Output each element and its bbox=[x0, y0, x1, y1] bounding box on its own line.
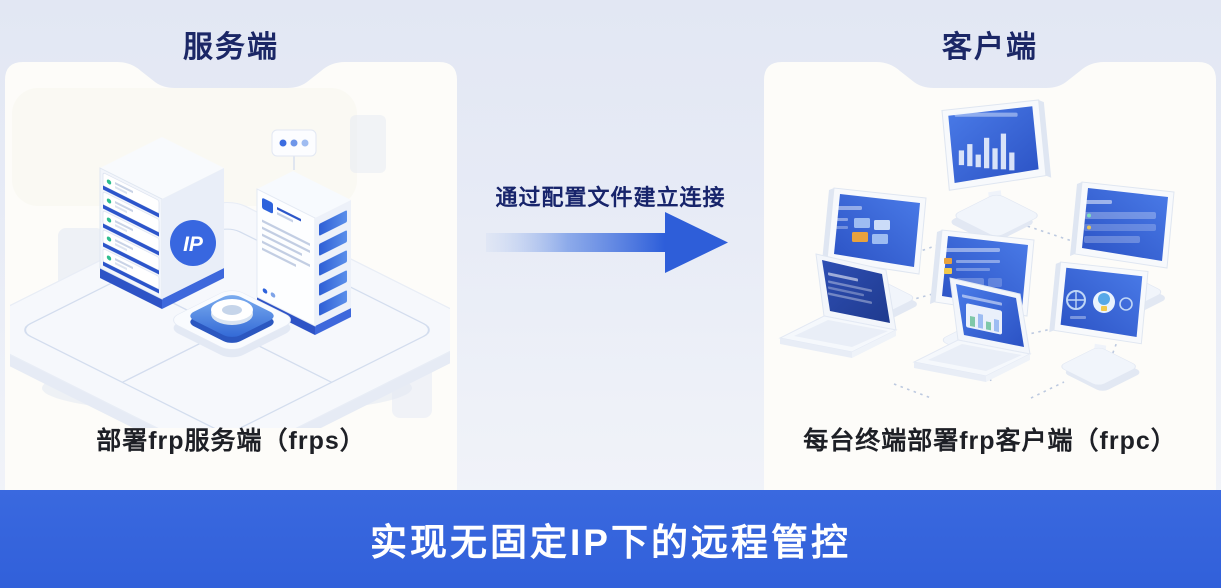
client-panel-caption: 每台终端部署frp客户端（frpc） bbox=[803, 427, 1177, 455]
monitor-icon bbox=[941, 99, 1052, 245]
server-tower-doc-icon bbox=[256, 129, 351, 335]
icons-screen bbox=[1066, 290, 1133, 319]
background-blob bbox=[12, 88, 357, 206]
server-panel-title: 服务端 bbox=[183, 31, 279, 64]
client-panel-title: 客户端 bbox=[942, 31, 1038, 64]
chip-card-icon bbox=[271, 129, 317, 170]
client-illustration bbox=[778, 99, 1175, 399]
banner-text: 实现无固定IP下的远程管控 bbox=[370, 522, 851, 563]
arrow-right-icon bbox=[486, 212, 728, 273]
server-tower-ip-icon: IP bbox=[99, 137, 224, 309]
bottom-banner: 实现无固定IP下的远程管控 bbox=[0, 490, 1221, 588]
ip-badge: IP bbox=[170, 220, 216, 266]
background-rect bbox=[350, 115, 386, 173]
connection-label: 通过配置文件建立连接 bbox=[495, 185, 726, 210]
bar-chart-screen bbox=[954, 112, 1018, 171]
monitor-icon bbox=[1048, 261, 1149, 393]
drive-bays bbox=[102, 172, 160, 294]
list-screen bbox=[1084, 200, 1156, 243]
svg-text:IP: IP bbox=[183, 233, 204, 256]
laptop-icon bbox=[912, 277, 1032, 382]
laptop-icon bbox=[778, 253, 898, 358]
server-panel-caption: 部署frp服务端（frps） bbox=[96, 427, 366, 455]
server-illustration: IP bbox=[10, 88, 450, 428]
control-button-icon bbox=[173, 290, 291, 358]
tile-screen bbox=[836, 206, 890, 244]
